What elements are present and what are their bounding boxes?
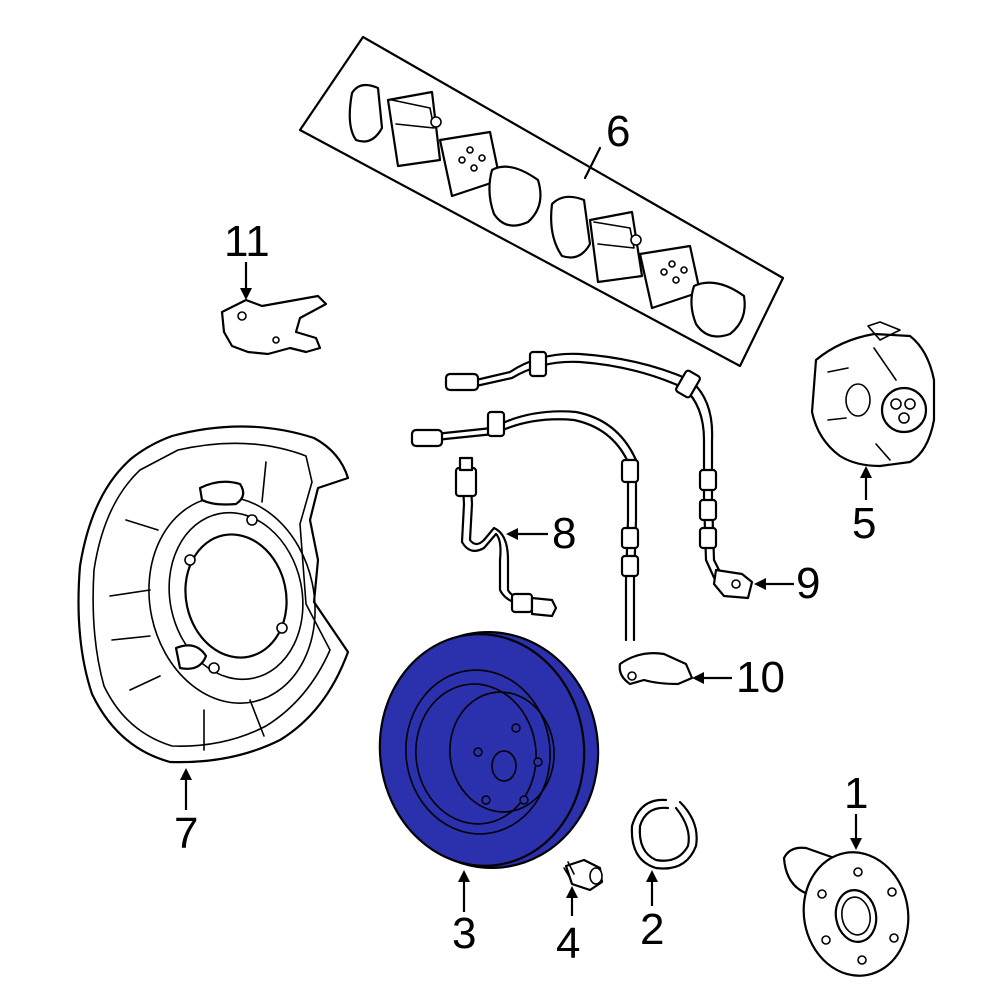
callout-5: 5 (852, 499, 876, 548)
part-8-brake-hose[interactable]: 8 (454, 456, 576, 618)
part-5-caliper[interactable]: 5 (810, 321, 936, 548)
part-2-snap-ring[interactable]: 2 (630, 798, 698, 954)
callout-10: 10 (736, 653, 785, 702)
part-9-wear-sensor[interactable]: 9 (444, 350, 820, 608)
callout-3: 3 (452, 909, 476, 958)
callout-6: 6 (606, 107, 630, 156)
part-10-speed-sensor[interactable]: 10 (410, 410, 785, 702)
callout-4: 4 (556, 919, 580, 968)
callout-2: 2 (640, 905, 664, 954)
part-7-dust-shield[interactable]: 7 (77, 425, 350, 858)
callout-1: 1 (844, 769, 868, 818)
part-6-brake-pad-set[interactable]: 6 (298, 35, 785, 368)
part-4-screw[interactable]: 4 (556, 858, 604, 968)
callout-11: 11 (224, 217, 270, 266)
callout-8: 8 (552, 509, 576, 558)
part-3-brake-rotor[interactable]: 3 (368, 621, 609, 958)
part-11-bracket[interactable]: 11 (220, 217, 328, 356)
part-1-wheel-hub[interactable]: 1 (782, 769, 918, 984)
callout-7: 7 (174, 809, 198, 858)
callout-9: 9 (796, 559, 820, 608)
